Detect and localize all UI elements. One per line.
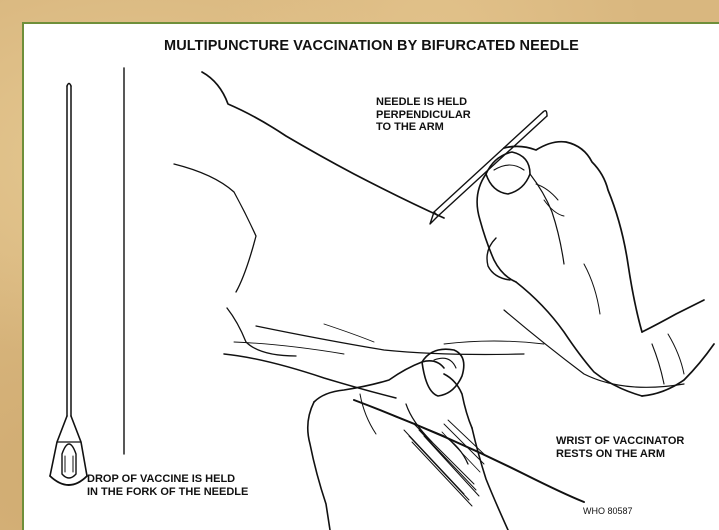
bifurcated-needle-detail — [50, 84, 87, 486]
label-needle-perpendicular: NEEDLE IS HELD PERPENDICULAR TO THE ARM — [376, 96, 471, 134]
illustration-panel: MULTIPUNCTURE VACCINATION BY BIFURCATED … — [22, 22, 719, 530]
diagram-title: MULTIPUNCTURE VACCINATION BY BIFURCATED … — [24, 38, 719, 54]
label-wrist-of-vaccinator: WRIST OF VACCINATOR RESTS ON THE ARM — [556, 435, 684, 460]
left-hand-pinching-skin — [308, 349, 508, 530]
cable-line — [354, 400, 584, 502]
right-hand-holding-needle — [477, 142, 714, 396]
reference-code: WHO 80587 — [583, 506, 633, 516]
label-drop-of-vaccine: DROP OF VACCINE IS HELD IN THE FORK OF T… — [87, 473, 248, 498]
